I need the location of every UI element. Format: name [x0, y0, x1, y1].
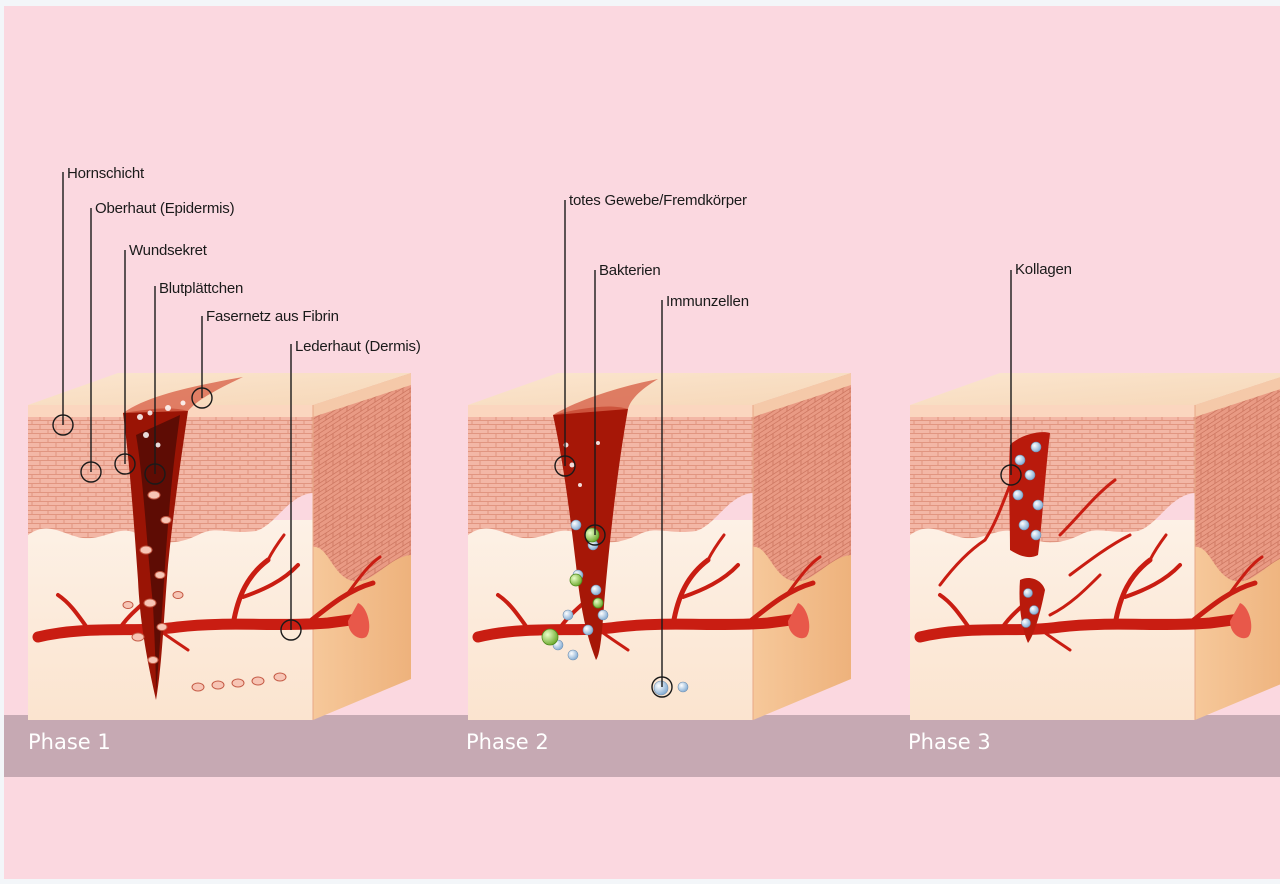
- phase-1-label: Phase 1: [28, 730, 111, 754]
- label-oberhaut: Oberhaut (Epidermis): [95, 200, 234, 218]
- phase-band: [4, 715, 1280, 777]
- label-kollagen: Kollagen: [1015, 261, 1072, 279]
- label-totes-gewebe: totes Gewebe/Fremdkörper: [569, 192, 747, 210]
- label-blutplaettchen: Blutplättchen: [159, 280, 243, 298]
- label-hornschicht: Hornschicht: [67, 165, 144, 183]
- skin-cube-phase-2: [468, 373, 851, 720]
- skin-cube-phase-1: [28, 373, 411, 720]
- phase-3-label: Phase 3: [908, 730, 991, 754]
- label-fasernetz: Fasernetz aus Fibrin: [206, 308, 339, 326]
- label-wundsekret: Wundsekret: [129, 242, 207, 260]
- label-immunzellen: Immunzellen: [666, 293, 749, 311]
- label-bakterien: Bakterien: [599, 262, 661, 280]
- phase-2-label: Phase 2: [466, 730, 549, 754]
- label-lederhaut: Lederhaut (Dermis): [295, 338, 421, 356]
- skin-cube-phase-3: [910, 373, 1280, 720]
